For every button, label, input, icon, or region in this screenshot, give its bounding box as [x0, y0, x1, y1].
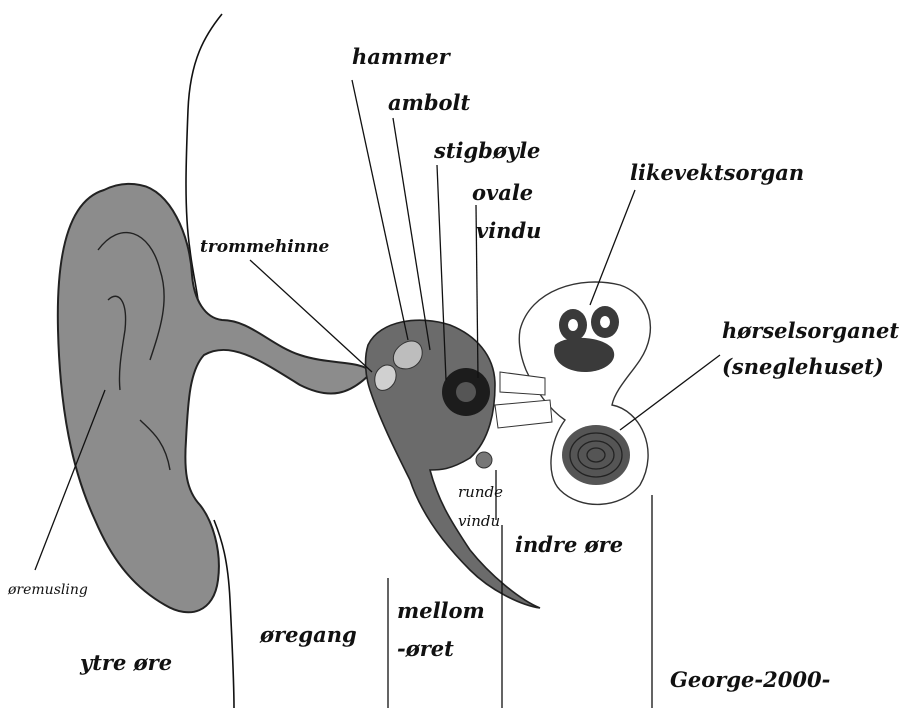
label-horselsorganet: hørselsorganet [722, 318, 899, 343]
middle-ear [366, 320, 540, 608]
label-stigboyle: stigbøyle [433, 138, 540, 163]
label-ytre-ore: ytre øre [79, 650, 172, 675]
label-ovale-line2: vindu [476, 218, 541, 243]
label-oremusling: øremusling [7, 582, 88, 598]
oval-window-core [456, 382, 476, 402]
label-hammer: hammer [352, 44, 452, 69]
label-ambolt: ambolt [388, 90, 470, 115]
label-indre-ore: indre øre [515, 532, 623, 557]
label-sneglehuset: (sneglehuset) [722, 354, 884, 379]
label-ovale-line1: ovale [472, 180, 533, 205]
label-oregang: øregang [259, 622, 357, 647]
label-runde-line2: vindu [458, 512, 500, 530]
cochlear-canal [495, 400, 552, 428]
label-likeveksorgan: likevektsorgan [630, 160, 804, 185]
label-trommehinne: trommehinne [200, 237, 329, 257]
label-mellom: mellom [397, 598, 485, 623]
label-runde-line1: runde [458, 483, 503, 501]
cochlea [562, 425, 630, 485]
round-window [476, 452, 492, 468]
label-oret: -øret [397, 636, 454, 661]
label-signature: George-2000- [670, 667, 830, 692]
head-outline [186, 14, 222, 300]
